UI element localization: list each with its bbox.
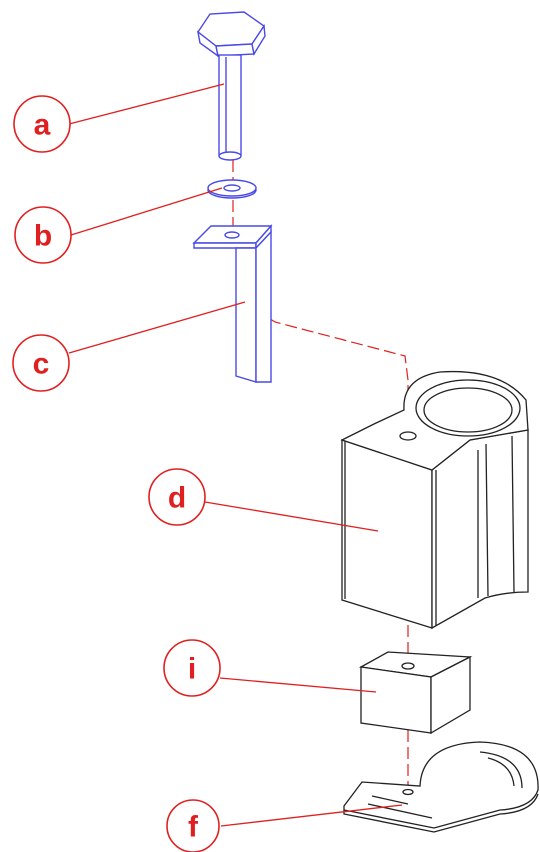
callout-d: d (148, 468, 206, 526)
leader-f (220, 804, 403, 827)
part-a-hex-bolt (196, 11, 266, 161)
leader-i (219, 677, 377, 693)
callout-c-label: c (33, 348, 50, 381)
leader-lines (68, 83, 403, 827)
callout-f-label: f (188, 811, 199, 844)
leader-c (68, 301, 246, 354)
part-f-base-plate (343, 741, 539, 833)
callout-a: a (13, 95, 71, 153)
leader-d (204, 501, 379, 532)
leader-b (70, 187, 223, 236)
part-d-clamp-body (340, 370, 529, 630)
part-c-l-bracket (192, 224, 273, 383)
callout-b: b (14, 206, 72, 264)
part-i-spacer-block (358, 651, 473, 735)
callout-c: c (12, 334, 70, 392)
callout-b-label: b (34, 220, 52, 253)
callout-f: f (166, 799, 220, 852)
callout-i: i (163, 639, 221, 697)
part-b-washer (207, 179, 257, 199)
callout-d-label: d (168, 482, 186, 515)
callout-a-label: a (34, 109, 51, 142)
leader-a (68, 83, 225, 125)
callout-i-label: i (188, 653, 196, 686)
